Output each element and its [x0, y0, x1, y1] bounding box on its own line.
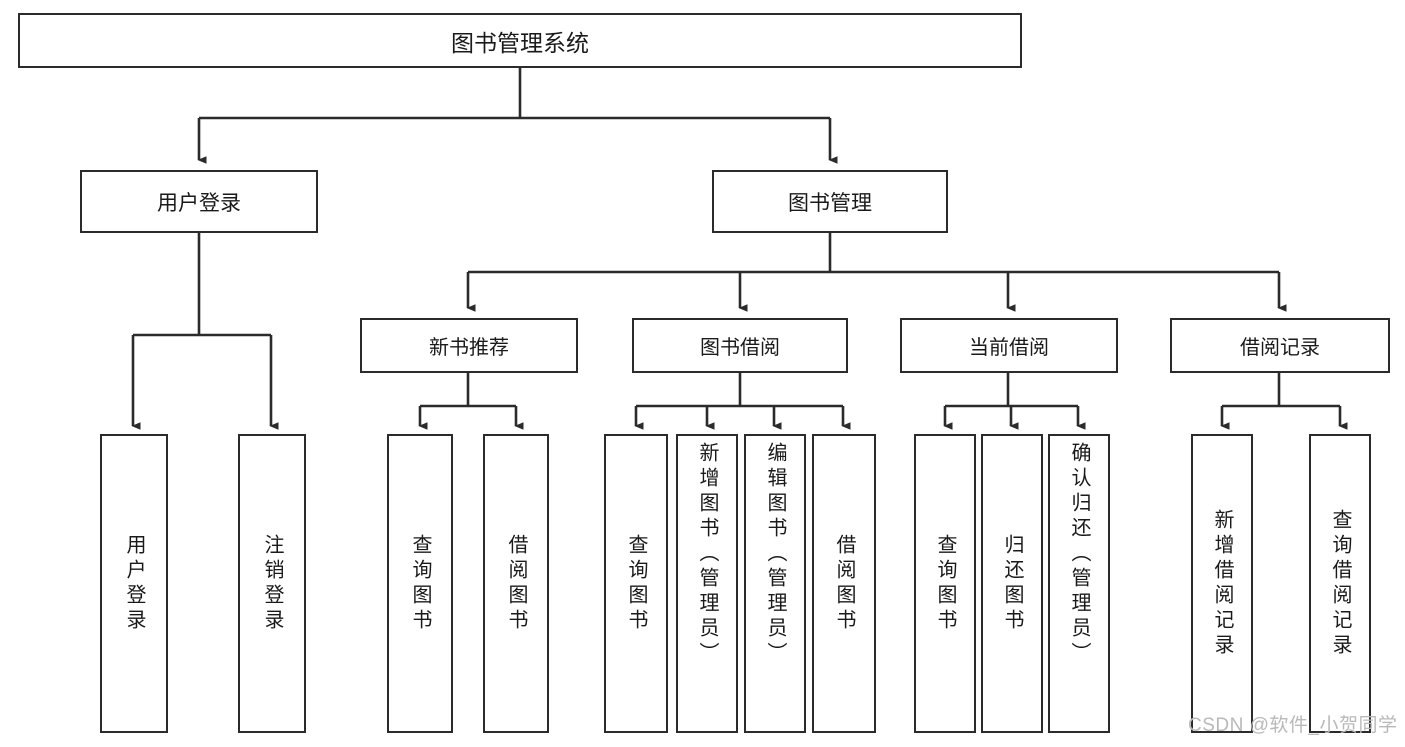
node-label: 编辑图书（管理员）	[764, 442, 786, 667]
leaf-record-add-record[interactable]: 新增借阅记录	[1191, 434, 1253, 733]
leaf-record-query-record[interactable]: 查询借阅记录	[1309, 434, 1371, 733]
node-label: 查询图书	[934, 533, 956, 634]
node-current-borrow[interactable]: 当前借阅	[900, 318, 1118, 373]
node-label: 图书借阅	[700, 337, 780, 359]
node-label: 新增图书（管理员）	[696, 442, 718, 667]
node-label: 用户登录	[157, 191, 241, 215]
node-book-management[interactable]: 图书管理	[712, 170, 948, 233]
node-label: 借阅图书	[505, 533, 527, 634]
leaf-borrow-query-book[interactable]: 查询图书	[604, 434, 668, 733]
node-label: 注销登录	[261, 533, 283, 634]
leaf-recommend-borrow-book[interactable]: 借阅图书	[483, 434, 549, 733]
node-label: 当前借阅	[969, 337, 1049, 359]
leaf-borrow-add-book-admin[interactable]: 新增图书（管理员）	[676, 434, 738, 733]
node-borrow-record[interactable]: 借阅记录	[1170, 318, 1390, 373]
node-user-login[interactable]: 用户登录	[80, 170, 318, 233]
node-label: 新增借阅记录	[1211, 508, 1233, 659]
node-label: 查询图书	[409, 533, 431, 634]
node-label: 归还图书	[1001, 533, 1023, 634]
leaf-current-return-book[interactable]: 归还图书	[981, 434, 1043, 733]
leaf-recommend-query-book[interactable]: 查询图书	[387, 434, 453, 733]
node-book-borrow[interactable]: 图书借阅	[632, 318, 848, 373]
node-label: 借阅图书	[833, 533, 855, 634]
node-label: 用户登录	[123, 533, 145, 634]
node-label: 查询图书	[625, 533, 647, 634]
node-label: 新书推荐	[429, 337, 509, 359]
leaf-user-login-logout[interactable]: 注销登录	[238, 434, 306, 733]
leaf-current-confirm-return-admin[interactable]: 确认归还（管理员）	[1048, 434, 1110, 733]
node-label: 借阅记录	[1240, 337, 1320, 359]
leaf-borrow-borrow-book[interactable]: 借阅图书	[812, 434, 876, 733]
node-root-book-management-system[interactable]: 图书管理系统	[18, 13, 1022, 68]
leaf-user-login-login[interactable]: 用户登录	[100, 434, 168, 733]
leaf-borrow-edit-book-admin[interactable]: 编辑图书（管理员）	[744, 434, 806, 733]
leaf-current-query-book[interactable]: 查询图书	[914, 434, 976, 733]
node-new-book-recommend[interactable]: 新书推荐	[360, 318, 578, 373]
node-label: 确认归还（管理员）	[1068, 442, 1090, 667]
node-label: 图书管理系统	[451, 29, 589, 56]
node-label: 图书管理	[788, 191, 872, 215]
node-label: 查询借阅记录	[1329, 508, 1351, 659]
